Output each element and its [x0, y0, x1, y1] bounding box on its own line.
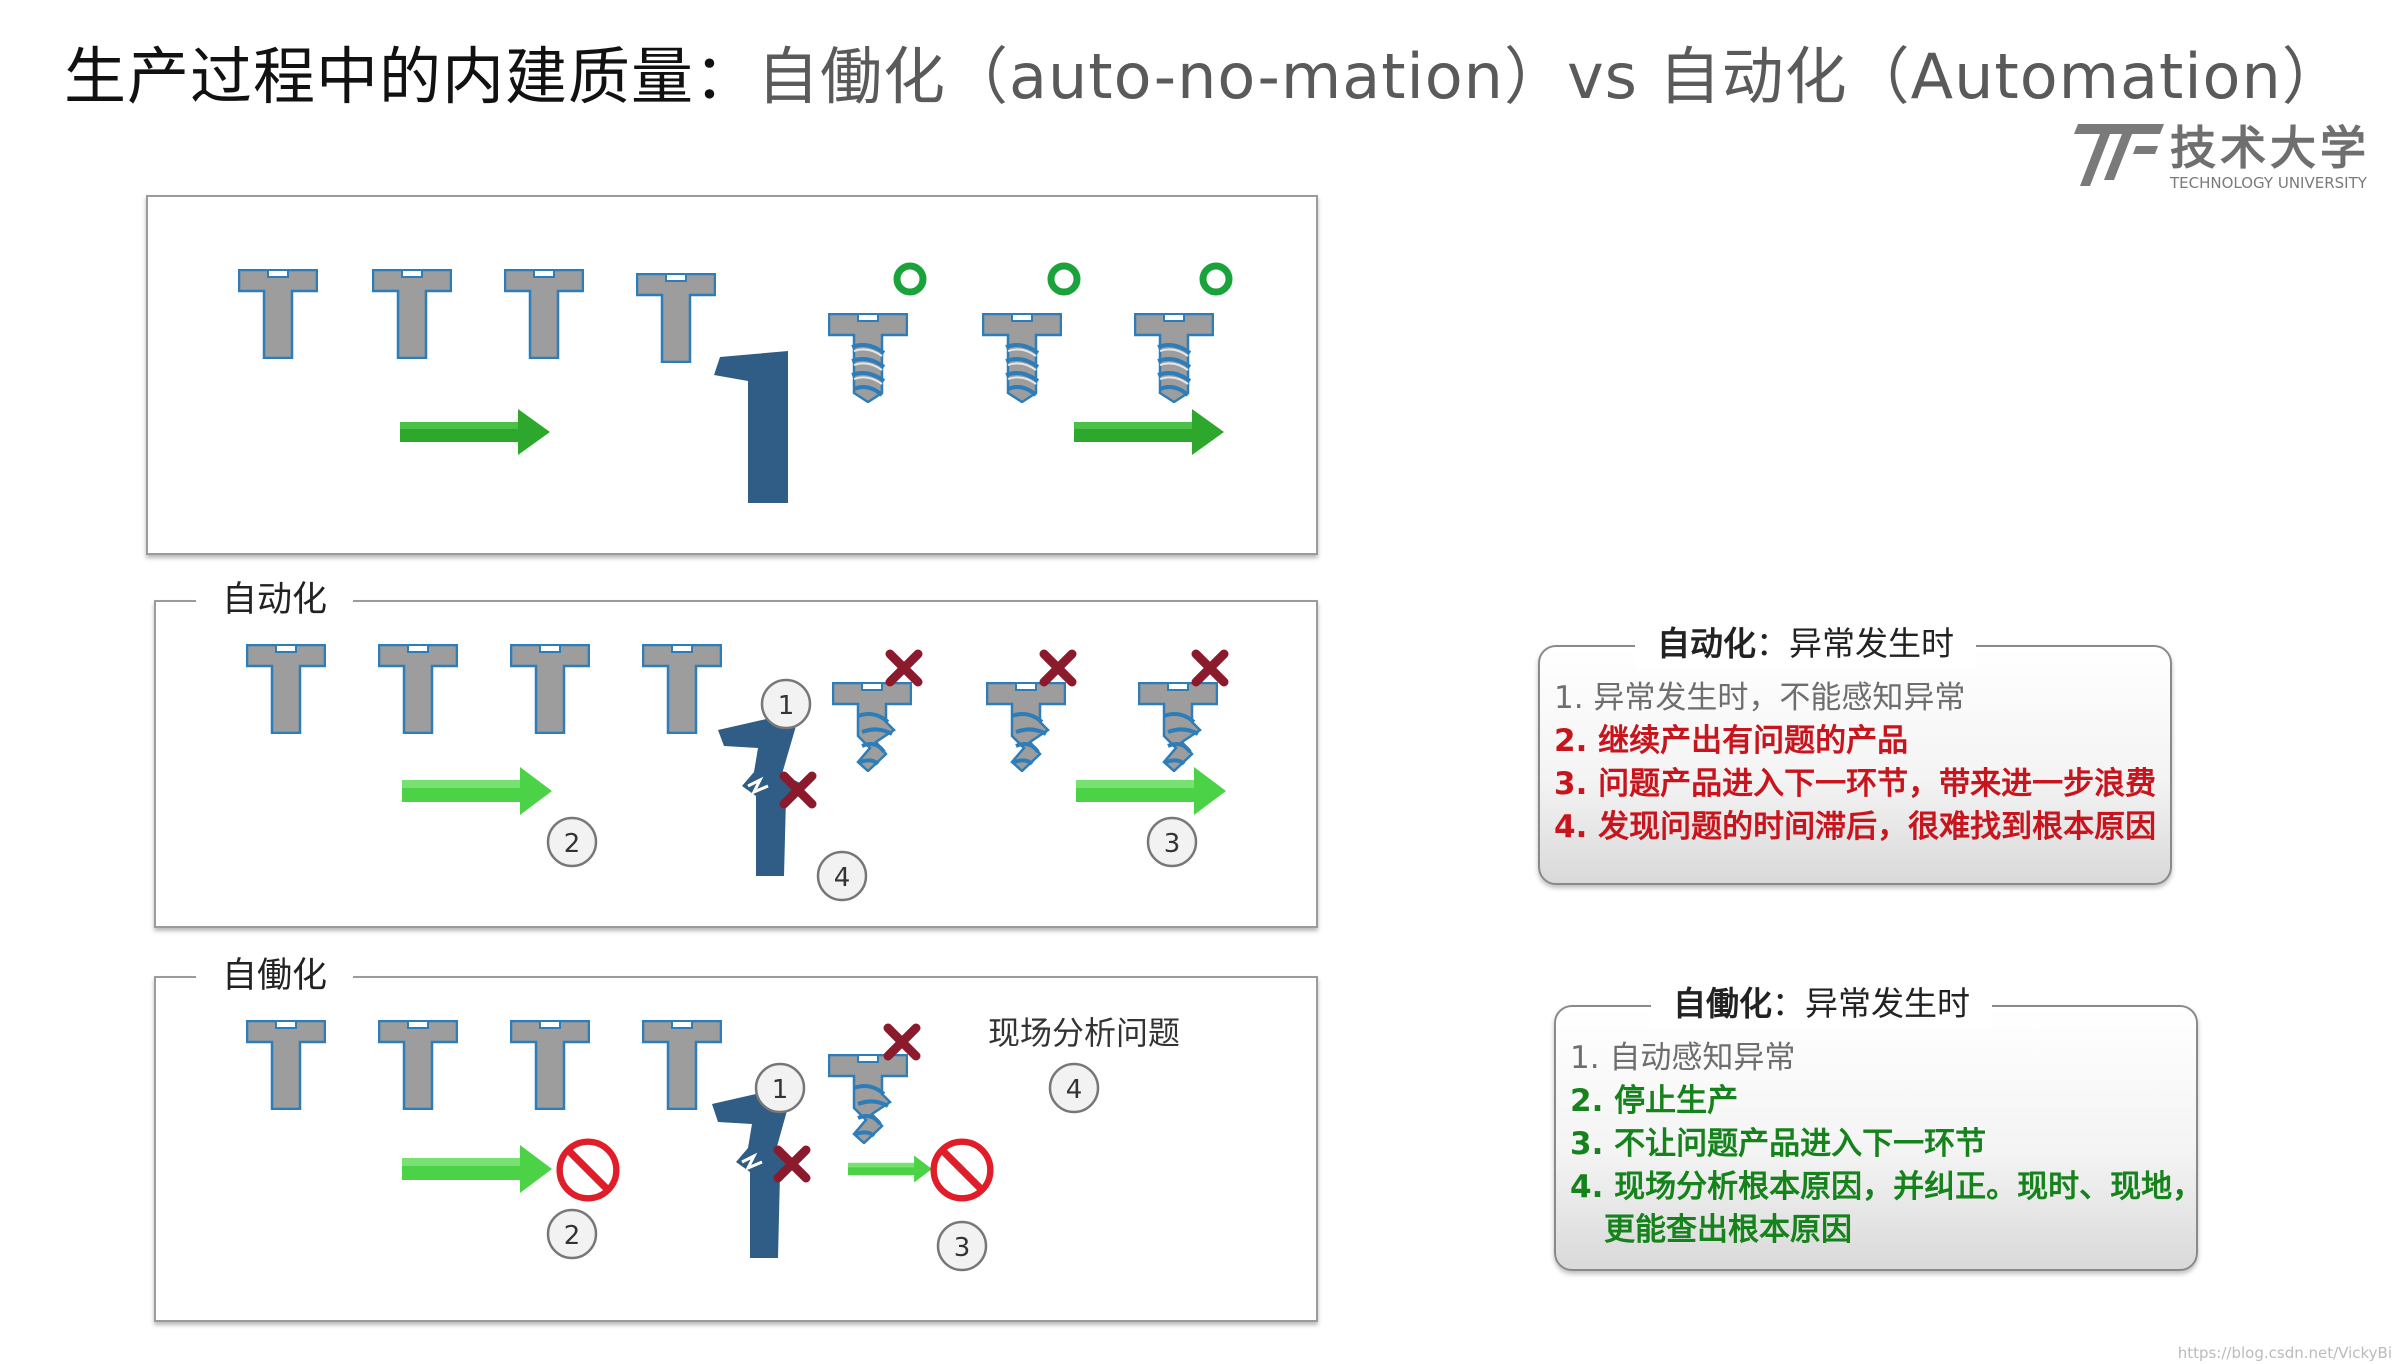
part-block — [378, 1020, 458, 1110]
press-tool — [714, 351, 788, 503]
title-main: 生产过程中的内建质量： — [64, 40, 758, 113]
finished-screw — [828, 313, 908, 403]
panel-label-automation: 自动化 — [196, 576, 354, 624]
panel-automation: 自动化 1 2 3 4 — [154, 576, 1318, 928]
step-badge-text: 3 — [954, 1233, 971, 1263]
note-autonomation-line: 更能查出根本原因 — [1604, 1212, 1852, 1248]
part-block — [372, 269, 452, 359]
step-badge-text: 2 — [564, 829, 581, 859]
step-badge-text: 1 — [778, 691, 795, 721]
note-autonomation-title-rest: ：异常发生时 — [1772, 984, 1970, 1023]
on-site-analysis-label: 现场分析问题 — [988, 1014, 1180, 1052]
part-block — [238, 269, 318, 359]
flow-arrow-icon — [1076, 767, 1226, 815]
stopped-tool — [712, 1088, 796, 1258]
university-logo: 技术大学 TECHNOLOGY UNIVERSITY — [2070, 112, 2380, 198]
step-badge: 2 — [546, 1208, 598, 1260]
step-badge: 1 — [754, 1062, 806, 1114]
step-badge: 2 — [546, 816, 598, 868]
note-automation-title: 自动化：异常发生时 — [1635, 619, 1976, 669]
part-block — [510, 1020, 590, 1110]
ok-ring-icon — [1051, 266, 1077, 292]
part-block — [642, 644, 722, 734]
defective-screw — [832, 682, 912, 772]
defect-x-icon — [888, 1028, 916, 1056]
part-block — [642, 1020, 722, 1110]
step-badge: 4 — [1048, 1062, 1100, 1114]
panel-autonomation: 自働化 现场分析问题 1 2 3 4 — [154, 952, 1318, 1322]
step-badge: 3 — [1146, 816, 1198, 868]
step-badge: 4 — [816, 850, 868, 902]
note-automation: 自动化：异常发生时 1. 异常发生时，不能感知异常 2. 继续产出有问题的产品 … — [1538, 619, 2172, 885]
note-automation-line: 1. 异常发生时，不能感知异常 — [1554, 680, 1966, 716]
tu-logo-icon — [2074, 124, 2164, 186]
part-block — [636, 273, 716, 363]
part-block — [510, 644, 590, 734]
panel-label-autonomation: 自働化 — [196, 952, 354, 1000]
stop-sign-icon — [560, 1142, 617, 1199]
note-automation-title-rest: ：异常发生时 — [1756, 624, 1954, 663]
note-automation-title-bold: 自动化 — [1657, 624, 1756, 663]
part-block — [378, 644, 458, 734]
defective-screw — [986, 682, 1066, 772]
note-autonomation-title-bold: 自働化 — [1673, 984, 1772, 1023]
step-badge-text: 3 — [1164, 829, 1181, 859]
step-badge-text: 1 — [772, 1075, 789, 1105]
note-autonomation-line: 1. 自动感知异常 — [1570, 1040, 1796, 1076]
stop-sign-icon — [934, 1142, 991, 1199]
logo-name: 技术大学 — [2170, 121, 2370, 175]
flow-arrow-icon — [1074, 409, 1224, 455]
step-badge-text: 4 — [1066, 1075, 1083, 1105]
broken-tool — [718, 714, 802, 876]
note-automation-line: 3. 问题产品进入下一环节，带来进一步浪费 — [1554, 766, 2157, 802]
flow-arrow-icon — [402, 1145, 552, 1193]
panel-normal-process — [146, 195, 1318, 555]
part-block — [504, 269, 584, 359]
note-autonomation-line: 4. 现场分析根本原因，并纠正。现时、现地， — [1570, 1169, 2204, 1205]
part-block — [246, 644, 326, 734]
part-block — [246, 1020, 326, 1110]
step-badge-text: 4 — [834, 863, 851, 893]
note-autonomation-line: 2. 停止生产 — [1570, 1083, 1739, 1119]
note-autonomation: 自働化：异常发生时 1. 自动感知异常 2. 停止生产 3. 不让问题产品进入下… — [1554, 979, 2204, 1271]
autonomation-diagram: 现场分析问题 1 2 3 4 — [246, 1014, 1180, 1272]
source-watermark: https://blog.csdn.net/VickyBi — [2177, 1344, 2392, 1362]
automation-diagram: 1 2 3 4 — [246, 644, 1316, 902]
ok-ring-icon — [897, 266, 923, 292]
defect-x-icon — [890, 654, 918, 682]
flow-arrow-icon — [400, 409, 550, 455]
step-badge: 3 — [936, 1220, 988, 1272]
finished-screw — [1134, 313, 1214, 403]
defective-screw — [1138, 682, 1218, 772]
title-sub: 自働化（auto-no-mation）vs 自动化（Automation） — [757, 40, 2345, 113]
flow-arrow-icon — [402, 767, 552, 815]
defective-screw — [828, 1054, 908, 1144]
defect-x-icon — [1196, 654, 1224, 682]
step-badge-text: 2 — [564, 1221, 581, 1251]
note-autonomation-title: 自働化：异常发生时 — [1651, 979, 1992, 1029]
note-autonomation-line: 3. 不让问题产品进入下一环节 — [1570, 1126, 1987, 1162]
normal-process-diagram — [238, 197, 1316, 503]
finished-screw — [982, 313, 1062, 403]
note-automation-line: 4. 发现问题的时间滞后，很难找到根本原因 — [1554, 809, 2157, 845]
defect-x-icon — [1044, 654, 1072, 682]
note-automation-line: 2. 继续产出有问题的产品 — [1554, 723, 1909, 759]
ok-ring-icon — [1203, 266, 1229, 292]
logo-subtitle: TECHNOLOGY UNIVERSITY — [2170, 174, 2367, 192]
step-badge: 1 — [760, 678, 812, 730]
slide-title: 生产过程中的内建质量：自働化（auto-no-mation）vs 自动化（Aut… — [64, 34, 2345, 120]
flow-arrow-icon — [848, 1155, 932, 1183]
